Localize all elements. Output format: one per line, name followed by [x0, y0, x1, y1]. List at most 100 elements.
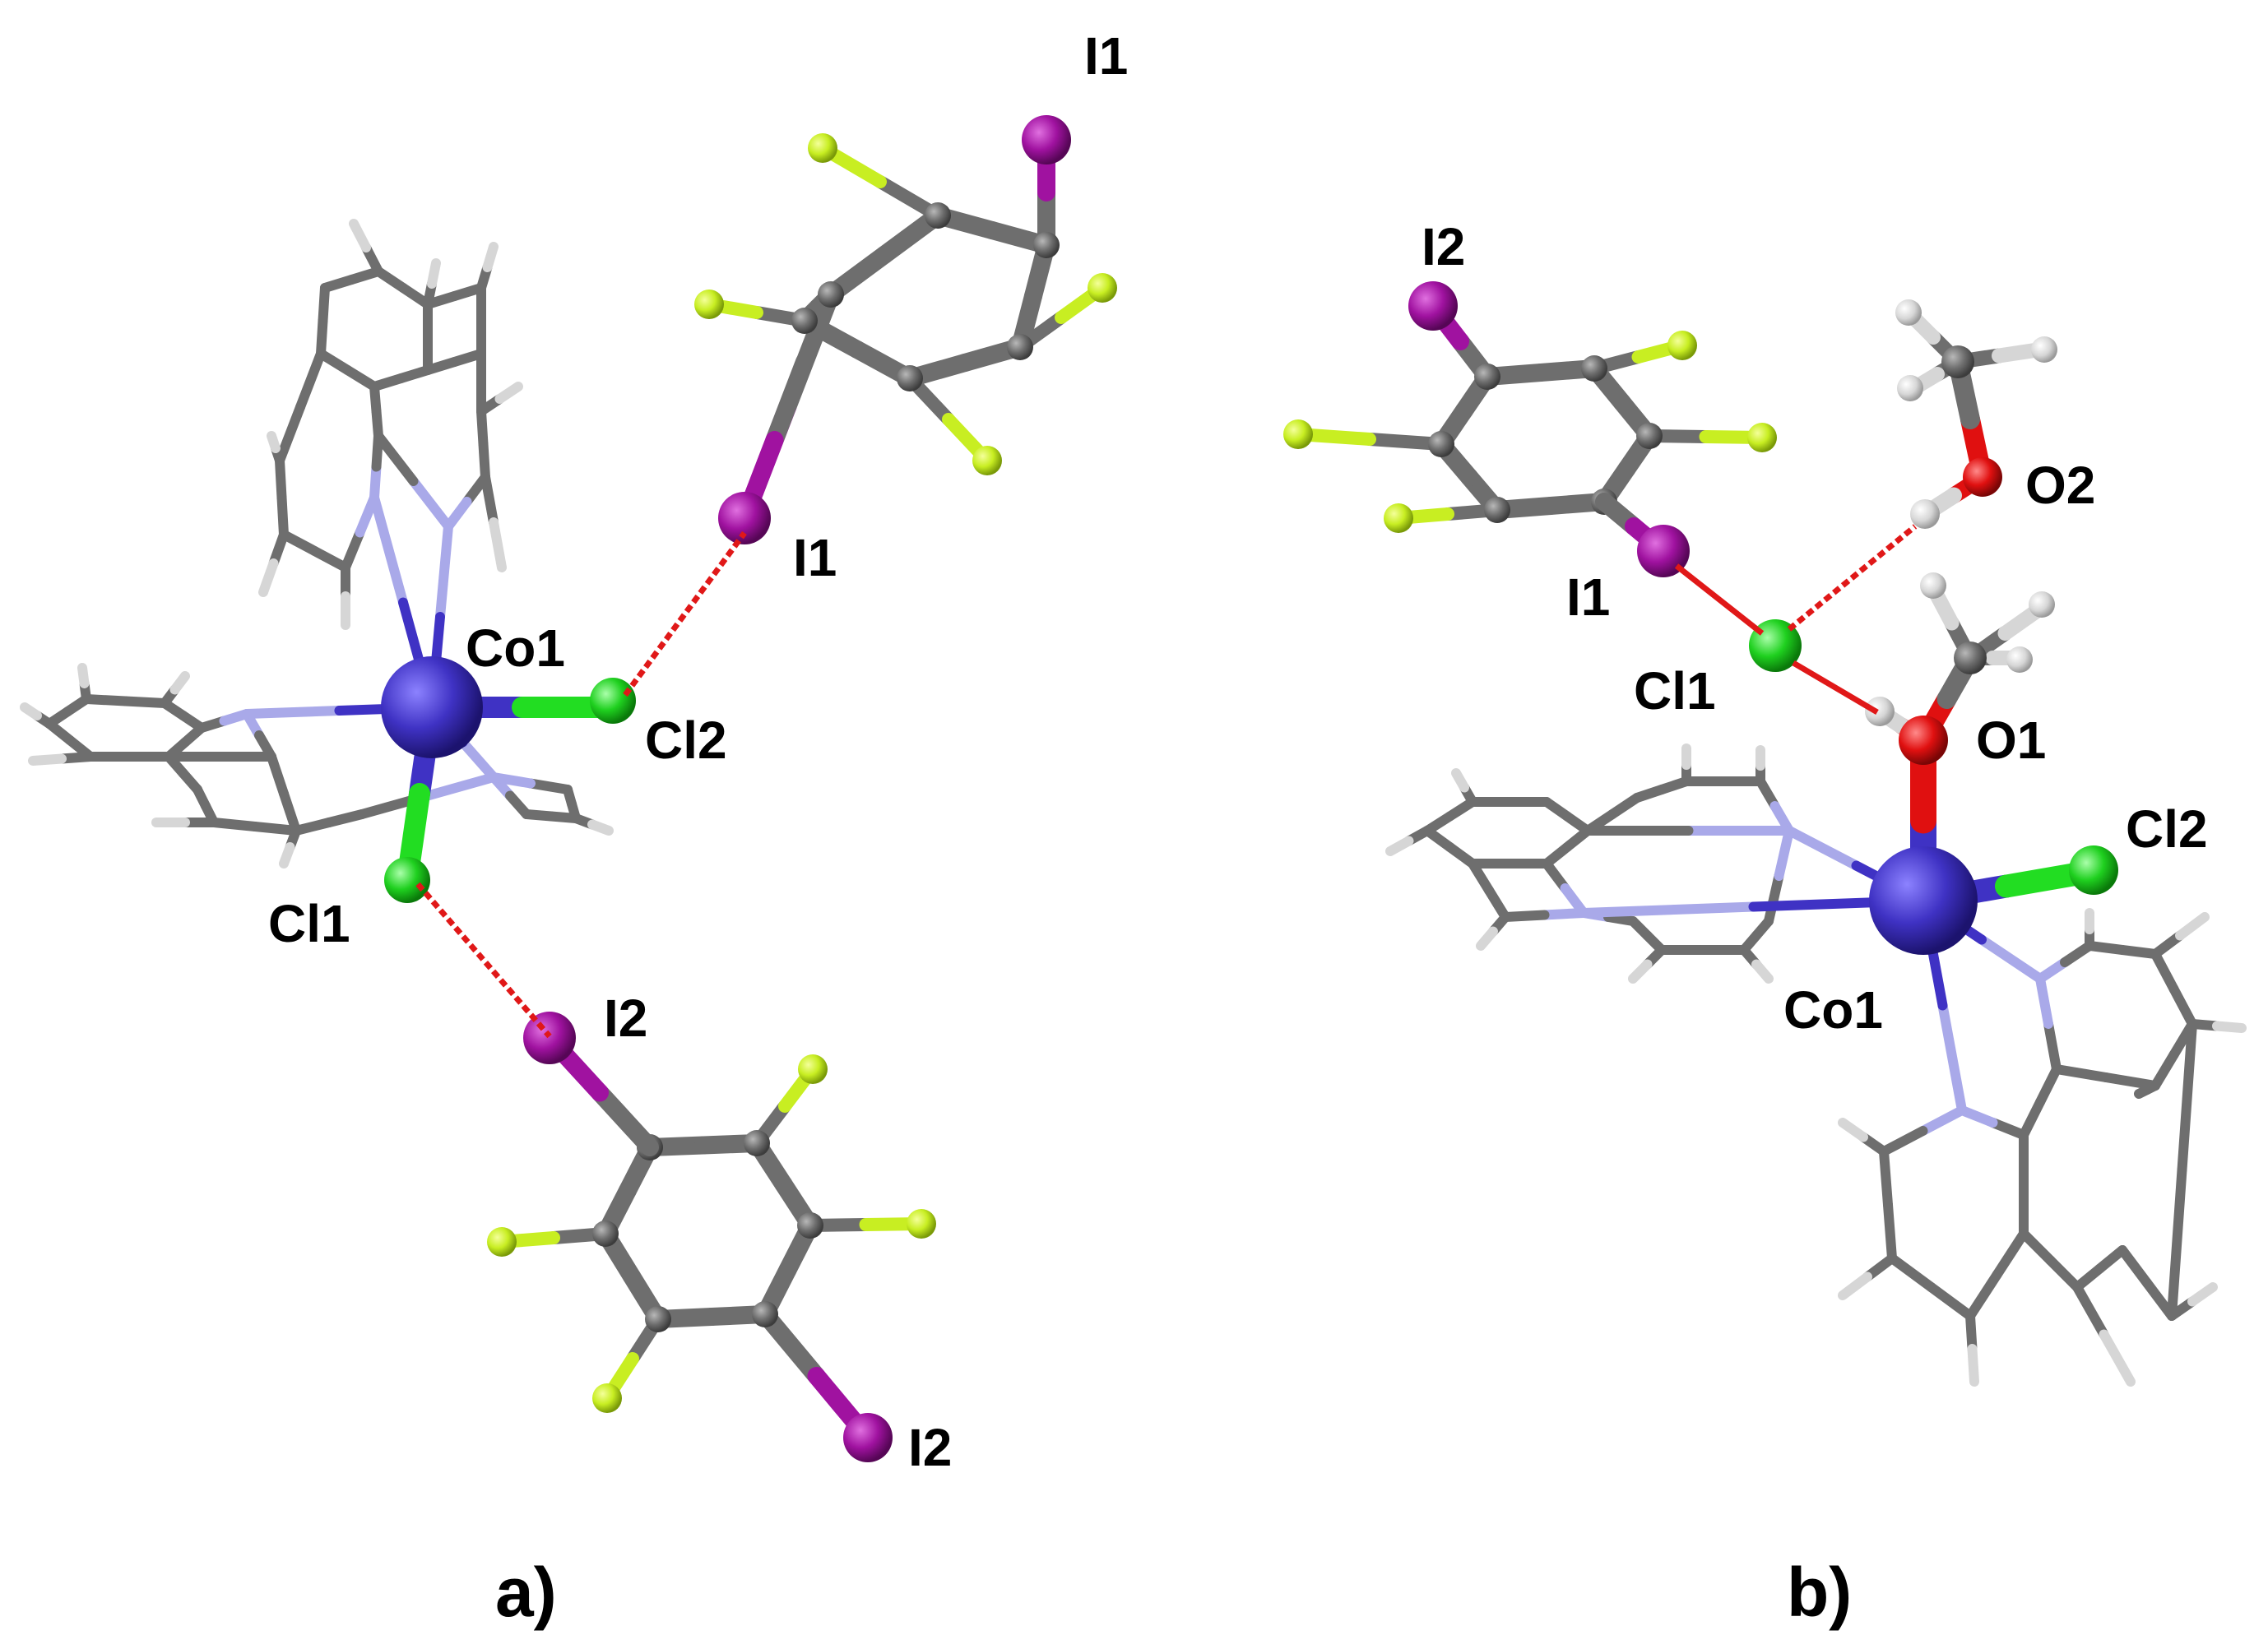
label-a-i1-top: I1	[1084, 26, 1128, 86]
b-phen-1-bond	[1542, 797, 1593, 836]
a-phen-1-bond	[258, 530, 289, 597]
a-phen-1-bond	[267, 431, 285, 466]
label-a-cl1: Cl1	[268, 894, 350, 953]
b-phen-1	[1385, 743, 1928, 984]
a-upper-c6f4i2-carbon-atom	[818, 281, 844, 308]
label-b-co1: Co1	[1783, 980, 1883, 1040]
label-b-cl1: Cl1	[1634, 661, 1716, 720]
b-c6f4i2-ring-bond	[1488, 493, 1613, 519]
a-phen-1-bond	[279, 530, 350, 572]
a-lower-c6f4i2-carbon-atom	[592, 1221, 619, 1247]
a-phen-1-bond	[341, 493, 379, 572]
a-upper-c6f4i2-carbon-atom	[791, 308, 818, 334]
panel-label-b: b)	[1787, 1554, 1852, 1631]
b-c6f4i2-carbon-atom	[1474, 364, 1500, 390]
b-c6f4i2-f-atom	[1667, 331, 1697, 360]
a-phen-1-bond	[369, 365, 433, 391]
b-phen-1-bond	[1422, 826, 1477, 869]
a-lower-c6f4i2-carbon-atom	[744, 1130, 770, 1156]
b-c6f4i2-i-atom	[1408, 281, 1458, 331]
b-c6f4i2-carbon-atom	[1484, 497, 1510, 523]
a-phen-2-bond	[267, 752, 301, 836]
b-phen-2-bond	[2019, 1229, 2082, 1292]
a-phen-1-bond	[369, 431, 383, 503]
b-phen-1-bond	[1632, 776, 1691, 803]
a-phen-2-bond	[77, 663, 91, 704]
a-phen-2-bond	[44, 719, 95, 762]
label-b-i2: I2	[1422, 217, 1465, 276]
b-phen-1-bond	[1385, 826, 1432, 856]
a-upper-c6f4i2-f-bond	[816, 141, 944, 222]
b-phen-2-bond	[2187, 1019, 2247, 1033]
a-phen-1-bond	[373, 266, 433, 309]
b-c6f4i2-carbon-atom	[1428, 431, 1454, 457]
ball-and-stick-a	[381, 115, 1117, 1462]
a-lower-c6f4i2-ring-bond	[641, 1134, 766, 1156]
a-lower-c6f4i2-f-atom	[798, 1054, 828, 1084]
a-upper-c6f4i2-i-atom	[1022, 115, 1071, 164]
b-phen-2-bond	[1838, 1253, 1897, 1300]
a-upper-c6f4i2-ring-bond	[929, 206, 1055, 254]
b-methanol2-hydrogen	[2031, 336, 2057, 363]
a-upper-c6f4i2-f-atom	[972, 446, 1002, 475]
b-phen-2-bond	[2167, 1282, 2218, 1321]
a-lower-c6f4i2-carbon-atom	[797, 1212, 823, 1239]
a-phen-1-bond	[476, 382, 523, 416]
b-phen-2-bond	[1838, 1118, 1889, 1156]
b-phen-2-bond	[2150, 912, 2210, 959]
label-a-i2-contact: I2	[604, 989, 647, 1048]
a-phen-1	[258, 219, 523, 712]
b-phen-2-bond	[2167, 1019, 2197, 1321]
b-methanol1-hydroxyl-h	[1865, 697, 1895, 726]
a-phen-1-bond	[476, 242, 499, 293]
label-b-o1: O1	[1976, 711, 2046, 770]
b-phen-1-bond	[1468, 859, 1510, 922]
b-methanol2-carbon	[1941, 345, 1974, 378]
b-phen-2-bond	[1965, 1229, 2029, 1321]
a-lower-c6f4i2-ring-bond	[748, 1134, 819, 1234]
b-phen-2-bond	[1965, 1311, 1979, 1387]
a-upper-c6f4i2-f-atom	[694, 290, 724, 319]
b-phen-2-bond	[2085, 941, 2160, 959]
b-phen-1-bond	[1739, 916, 1774, 955]
b-phen-1-bond	[1739, 945, 1774, 984]
a-phen-2-bond	[197, 709, 252, 733]
label-b-i1: I1	[1566, 567, 1610, 627]
label-b-cl2: Cl2	[2126, 799, 2208, 859]
b-methanol1-hydrogen	[2029, 591, 2055, 618]
a-lower-c6f4i2-ring-bond	[756, 1216, 819, 1323]
a-lower-c6f4i2-i-atom	[843, 1413, 893, 1462]
a-lower-c6f4i2-carbon-atom	[752, 1301, 778, 1327]
a-phen-1-bond	[423, 283, 486, 309]
b-phen-1-bond	[1542, 859, 1589, 918]
a-phen-2-bond	[160, 671, 190, 708]
contact-cl2-i1	[623, 530, 747, 697]
a-lower-c6f4i2-f-atom	[592, 1383, 622, 1413]
a-phen-1-bond	[316, 349, 379, 391]
b-c6f4i2-carbon-atom	[1581, 355, 1607, 382]
a-phen-1-bond	[275, 456, 289, 540]
a-lower-c6f4i2-f-atom	[487, 1227, 517, 1257]
panel-a-structure: I1 I1 Co1 Cl2 Cl1 I2 I2 a)	[20, 26, 1128, 1631]
b-phen-1-bond	[1628, 945, 1667, 984]
b-phen-1-bond	[1451, 768, 1477, 807]
b-phen-2-bond	[1887, 1253, 1975, 1321]
contact-cl1-i2	[415, 882, 552, 1039]
a-phen-2-bond	[209, 818, 301, 836]
b-c6f4i2-f-atom	[1283, 419, 1313, 449]
a-phen-1-bond	[476, 406, 490, 482]
contact-cl1-h-o2	[1787, 524, 1918, 632]
a-phen-1-bond	[369, 382, 383, 441]
label-a-i2-bottom: I2	[908, 1418, 952, 1477]
ball-and-stick-b	[1283, 281, 2118, 955]
a-phen-1-bond	[480, 472, 507, 572]
b-methanol1-carbon	[1954, 642, 1987, 674]
a-lower-c6f4i2-f-bond	[804, 1217, 928, 1232]
a-upper-c6f4i2-f-atom	[1088, 273, 1117, 303]
phenanthroline-ligands-a	[20, 219, 614, 869]
b-phen-2-bond	[2019, 1064, 2062, 1140]
a-lower-c6f4i2-f-atom	[907, 1209, 936, 1239]
b-c6f4i2-f-bond	[1292, 428, 1448, 451]
a-phen-2-bond	[44, 694, 91, 729]
